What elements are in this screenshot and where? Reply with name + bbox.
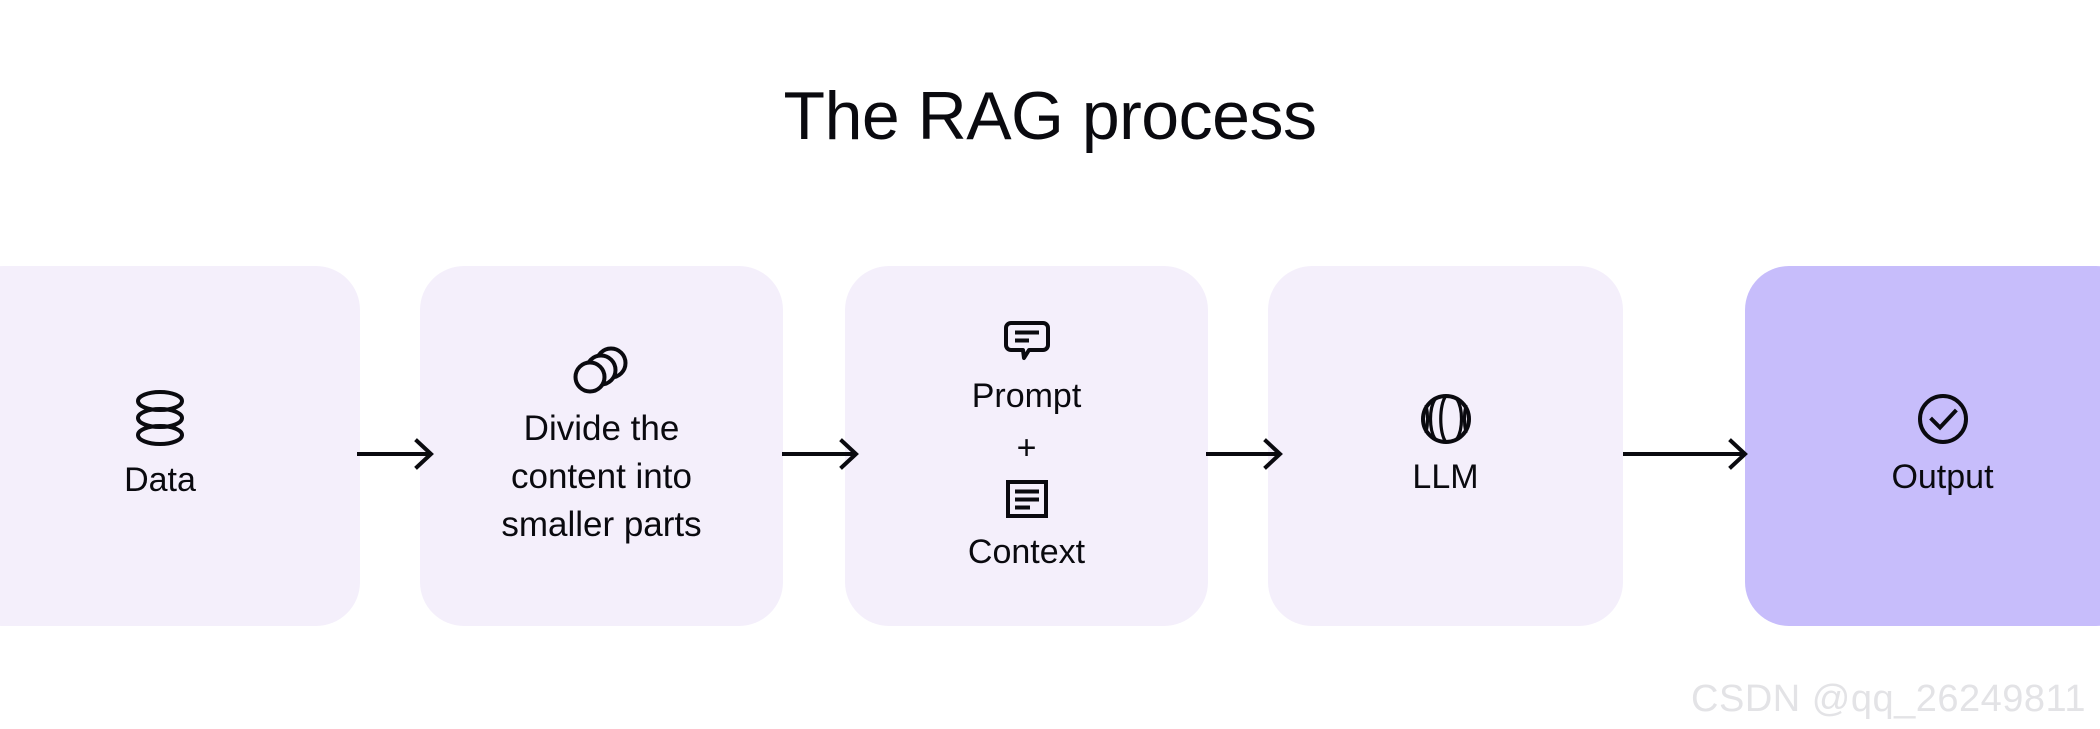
document-lines-icon (1003, 478, 1051, 522)
watermark-text: CSDN @qq_26249811 (1691, 678, 2086, 720)
check-circle-icon (1915, 391, 1971, 447)
plus-operator: + (1016, 429, 1037, 467)
page-title: The RAG process (783, 78, 1317, 154)
flow-step-data[interactable]: Data (0, 266, 360, 626)
flow-step-label-top: Prompt (971, 377, 1082, 415)
flow-step-output[interactable]: Output (1745, 266, 2100, 626)
sphere-globe-icon (1418, 391, 1474, 447)
flow-step-label: Data (124, 461, 196, 499)
arrow-right-icon (357, 437, 439, 471)
flow-step-label: LLM (1412, 458, 1479, 496)
flow-step-chunking[interactable]: Divide the content into smaller parts (420, 266, 783, 626)
prompt-group: Prompt (971, 316, 1082, 420)
arrow-right-icon (782, 437, 864, 471)
flow-step-prompt-context[interactable]: Prompt + Context (845, 266, 1208, 626)
database-stack-icon (132, 388, 188, 450)
flow-step-label-bottom: Context (967, 533, 1086, 571)
flow-step-llm[interactable]: LLM (1268, 266, 1623, 626)
arrow-right-icon (1623, 437, 1753, 471)
flow-step-label: Output (1891, 458, 1994, 496)
flow-step-label: Divide the content into smaller parts (501, 409, 702, 544)
rag-flow: Data Divide the content into smaller par… (0, 266, 2100, 626)
speech-bubble-icon (1002, 316, 1052, 366)
context-group: Context (968, 478, 1085, 576)
overlapping-circles-icon (569, 343, 635, 399)
arrow-right-icon (1206, 437, 1288, 471)
